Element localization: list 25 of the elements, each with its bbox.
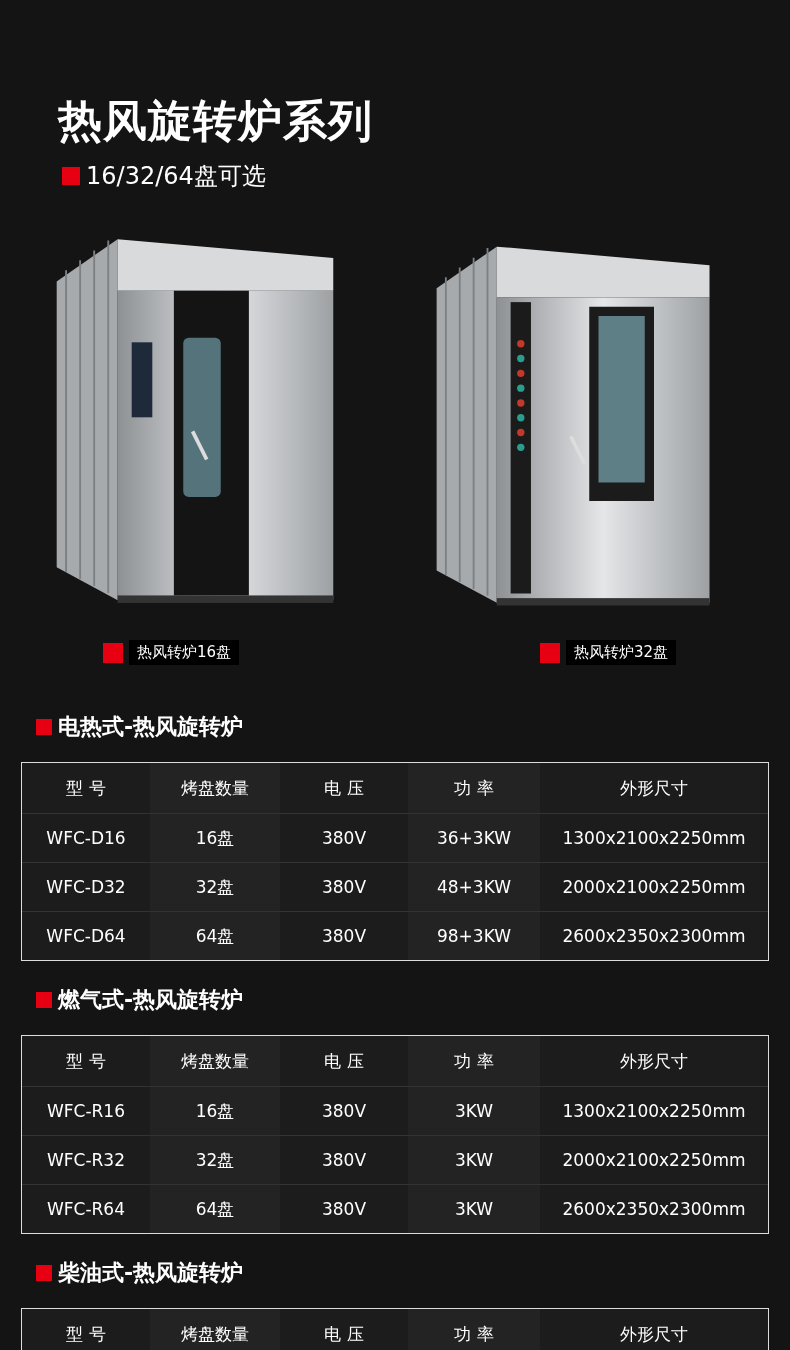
section-heading: 柴油式-热风旋转炉 <box>58 1259 244 1287</box>
section-heading: 电热式-热风旋转炉 <box>58 713 244 741</box>
table-cell: 36+3KW <box>408 813 540 862</box>
column-header: 烤盘数量 <box>150 1309 280 1350</box>
caption-tag: 热风转炉16盘 <box>129 640 240 665</box>
section-heading: 燃气式-热风旋转炉 <box>58 986 244 1014</box>
page-title: 热风旋转炉系列 <box>58 94 373 148</box>
table-cell: 64盘 <box>150 911 280 960</box>
column-header: 烤盘数量 <box>150 1036 280 1086</box>
table-cell: 64盘 <box>150 1184 280 1233</box>
caption-tag: 热风转炉32盘 <box>566 640 677 665</box>
subtitle: 16/32/64盘可选 <box>86 161 266 192</box>
table-cell: 3KW <box>408 1086 540 1135</box>
column-header: 功 率 <box>408 1309 540 1350</box>
table-cell: 98+3KW <box>408 911 540 960</box>
table-cell: 48+3KW <box>408 862 540 911</box>
column-header: 功 率 <box>408 1036 540 1086</box>
table-cell: 3KW <box>408 1184 540 1233</box>
table-cell: 32盘 <box>150 1135 280 1184</box>
column-header: 功 率 <box>408 763 540 813</box>
table-cell: 32盘 <box>150 862 280 911</box>
table-cell: 16盘 <box>150 813 280 862</box>
column-header: 烤盘数量 <box>150 763 280 813</box>
table-cell: 3KW <box>408 1135 540 1184</box>
table-cell: 16盘 <box>150 1086 280 1135</box>
